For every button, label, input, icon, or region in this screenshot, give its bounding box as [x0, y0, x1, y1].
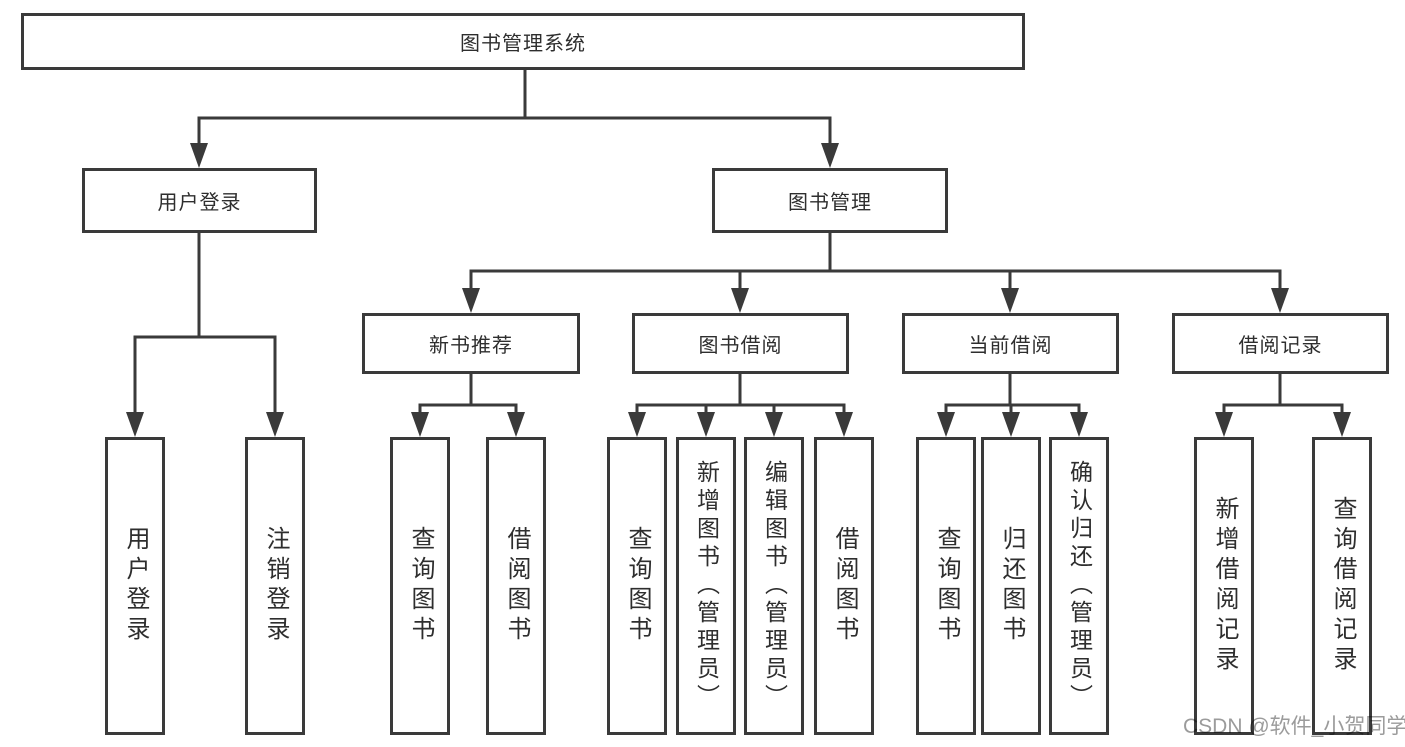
- leaf-add-book-admin: 新增图书（管理员）: [676, 437, 736, 735]
- csdn-watermark: CSDN @软件_小贺同学: [1183, 715, 1405, 738]
- node-current-borrow: 当前借阅: [902, 313, 1119, 374]
- leaf-borrow-book: 借阅图书: [814, 437, 874, 735]
- leaf-user-login: 用户登录: [105, 437, 165, 735]
- leaf-edit-book-admin: 编辑图书（管理员）: [744, 437, 804, 735]
- leaf-add-borrow-record: 新增借阅记录: [1194, 437, 1254, 735]
- leaf-confirm-return-admin: 确认归还（管理员）: [1049, 437, 1109, 735]
- leaf-query-book-current: 查询图书: [916, 437, 976, 735]
- node-borrow-record: 借阅记录: [1172, 313, 1389, 374]
- leaf-query-book-borrow: 查询图书: [607, 437, 667, 735]
- leaf-logout: 注销登录: [245, 437, 305, 735]
- leaf-borrow-book-recommend: 借阅图书: [486, 437, 546, 735]
- node-user-login: 用户登录: [82, 168, 317, 233]
- leaf-query-book-recommend: 查询图书: [390, 437, 450, 735]
- leaf-return-book: 归还图书: [981, 437, 1041, 735]
- node-book-borrow: 图书借阅: [632, 313, 849, 374]
- node-book-management: 图书管理: [712, 168, 948, 233]
- node-new-book-recommend: 新书推荐: [362, 313, 580, 374]
- leaf-query-borrow-record: 查询借阅记录: [1312, 437, 1372, 735]
- node-root: 图书管理系统: [21, 13, 1025, 70]
